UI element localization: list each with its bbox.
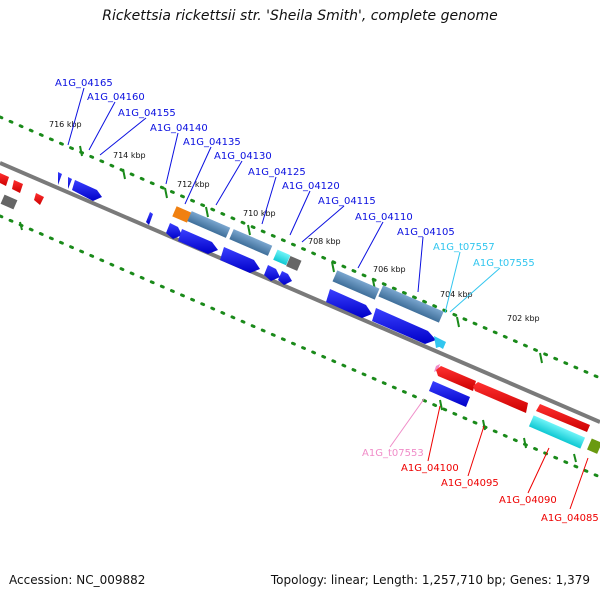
lower-major-ticks	[19, 221, 577, 463]
scale-label-714: 714 kbp	[113, 151, 146, 160]
scale-label-710: 710 kbp	[243, 209, 276, 218]
cds-arrow	[68, 177, 72, 189]
cds-arrow	[429, 381, 470, 407]
feature-box-cyan	[273, 249, 291, 266]
genome-summary-text: Topology: linear; Length: 1,257,710 bp; …	[270, 573, 590, 587]
cds-arrow	[72, 180, 102, 201]
feature-box-steel	[187, 211, 231, 238]
gene-labels: A1G_04165 A1G_04160 A1G_04155 A1G_04140 …	[55, 78, 599, 524]
feature-box-olive	[587, 438, 600, 454]
scale-label-708: 708 kbp	[308, 237, 341, 246]
scale-label-706: 706 kbp	[373, 265, 406, 274]
gene-label: A1G_04115	[318, 196, 376, 207]
feature-box-steel	[378, 285, 444, 323]
upper-major-ticks	[79, 145, 543, 364]
cds-arrow	[166, 223, 182, 239]
cds-arrow	[473, 382, 528, 413]
gene-label: A1G_04165	[55, 78, 113, 89]
feature-box	[0, 194, 18, 210]
cds-arrow	[278, 271, 292, 285]
gene-label: A1G_t07555	[473, 258, 535, 269]
cds-arrow	[536, 404, 590, 432]
gene-label: A1G_04140	[150, 123, 208, 134]
gene-label: A1G_04095	[441, 478, 499, 489]
cds-arrow	[264, 265, 280, 281]
forward-features	[0, 172, 446, 349]
genome-backbone	[0, 161, 600, 424]
gene-label: A1G_04085	[541, 513, 599, 524]
trna-arrow	[438, 339, 446, 349]
scale-labels: 716 kbp 714 kbp 712 kbp 710 kbp 708 kbp …	[49, 120, 540, 323]
reverse-features	[429, 364, 600, 454]
cds-arrow	[326, 289, 372, 318]
cds-arrow	[0, 173, 9, 186]
callout-lines	[67, 87, 589, 510]
feature-box-cyan	[528, 415, 586, 449]
scale-line-lower	[0, 214, 600, 479]
cds-arrow	[436, 366, 476, 391]
cds-arrow	[58, 172, 62, 185]
trna-arrow	[434, 364, 440, 372]
gene-label: A1G_t07557	[433, 242, 495, 253]
scale-label-716: 716 kbp	[49, 120, 82, 129]
gene-label: A1G_t07553	[362, 448, 424, 459]
gene-label: A1G_04090	[499, 495, 557, 506]
gene-label: A1G_04130	[214, 151, 272, 162]
cds-arrow	[12, 180, 23, 193]
cds-arrow	[178, 229, 218, 254]
scale-line-upper	[0, 115, 600, 380]
gene-label: A1G_04110	[355, 212, 413, 223]
gene-label: A1G_04100	[401, 463, 459, 474]
gene-label: A1G_04125	[248, 167, 306, 178]
feature-box-orange	[172, 206, 192, 223]
gene-label: A1G_04105	[397, 227, 455, 238]
gene-label: A1G_04135	[183, 137, 241, 148]
scale-label-712: 712 kbp	[177, 180, 210, 189]
cds-arrow	[372, 308, 436, 344]
feature-box-steel	[229, 229, 273, 256]
cds-arrow	[220, 247, 260, 273]
scale-label-702: 702 kbp	[507, 314, 540, 323]
scale-label-704: 704 kbp	[440, 290, 473, 299]
feature-box-gray	[286, 256, 302, 271]
cds-arrow	[34, 193, 44, 205]
feature-box-steel	[332, 270, 380, 300]
gene-label: A1G_04120	[282, 181, 340, 192]
accession-text: Accession: NC_009882	[9, 573, 146, 587]
gene-label: A1G_04160	[87, 92, 145, 103]
map-title: Rickettsia rickettsii str. 'Sheila Smith…	[102, 8, 498, 24]
cds-arrow	[146, 212, 153, 225]
gene-label: A1G_04155	[118, 108, 176, 119]
